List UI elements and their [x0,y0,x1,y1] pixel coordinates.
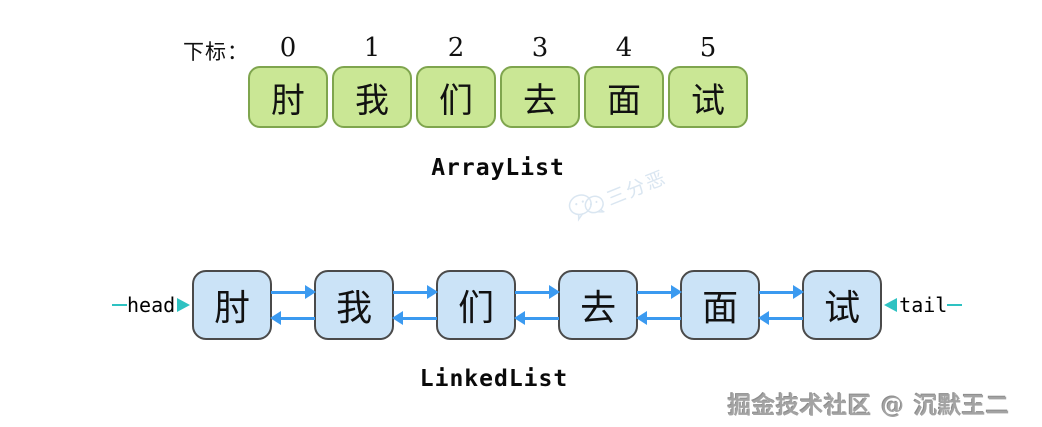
index-value: 5 [699,33,717,63]
array-column: 2 们 [416,30,496,128]
prev-pointer-arrow [392,311,438,325]
index-value: 1 [363,33,381,63]
next-pointer-arrow [637,285,683,299]
node-connector [514,270,561,340]
index-value: 3 [531,33,549,63]
head-arrow-icon [177,298,191,312]
tail-pointer-label: tail [899,293,948,317]
tail-dash [947,304,963,306]
node-connector [758,270,805,340]
index-value: 2 [447,33,465,63]
brand-watermark: 掘金技术社区 @ 沉默王二 [728,392,1011,419]
array-column: 4 面 [584,30,664,128]
prev-pointer-arrow [758,311,804,325]
array-cell: 试 [668,66,748,128]
next-pointer-arrow [393,285,439,299]
wechat-icon [564,185,609,228]
linkedlist-row: head 肘 我 们 去 面 试 ta [112,270,963,340]
linked-node: 我 [314,270,395,340]
node-connector [392,270,439,340]
index-value: 0 [279,33,297,63]
node-connector [270,270,317,340]
head-pointer: head [112,293,192,317]
next-pointer-arrow [515,285,561,299]
head-pointer-label: head [127,293,176,317]
tail-pointer: tail [882,293,963,317]
array-cell: 面 [584,66,664,128]
linked-node: 面 [680,270,761,340]
linked-node: 试 [802,270,883,340]
head-dash [112,304,127,306]
center-watermark: 三分恶 [564,160,672,228]
array-cell: 肘 [248,66,328,128]
index-label: 下标： [183,40,249,64]
node-connector [636,270,683,340]
index-value: 4 [615,33,633,63]
array-column: 3 去 [500,30,580,128]
array-column: 0 肘 [248,30,328,128]
array-cell: 去 [500,66,580,128]
array-cell: 我 [332,66,412,128]
prev-pointer-arrow [514,311,560,325]
array-column: 1 我 [332,30,412,128]
next-pointer-arrow [271,285,317,299]
arraylist-title: ArrayList [431,155,565,181]
next-pointer-arrow [759,285,805,299]
arraylist-cells: 0 肘 1 我 2 们 3 去 4 面 5 试 [248,30,748,128]
linkedlist-title: LinkedList [419,366,569,392]
linked-node: 肘 [192,270,273,340]
tail-arrow-icon [884,298,898,312]
array-column: 5 试 [668,30,748,128]
prev-pointer-arrow [636,311,682,325]
array-cell: 们 [416,66,496,128]
prev-pointer-arrow [270,311,316,325]
linked-node: 们 [436,270,517,340]
linked-node: 去 [558,270,639,340]
